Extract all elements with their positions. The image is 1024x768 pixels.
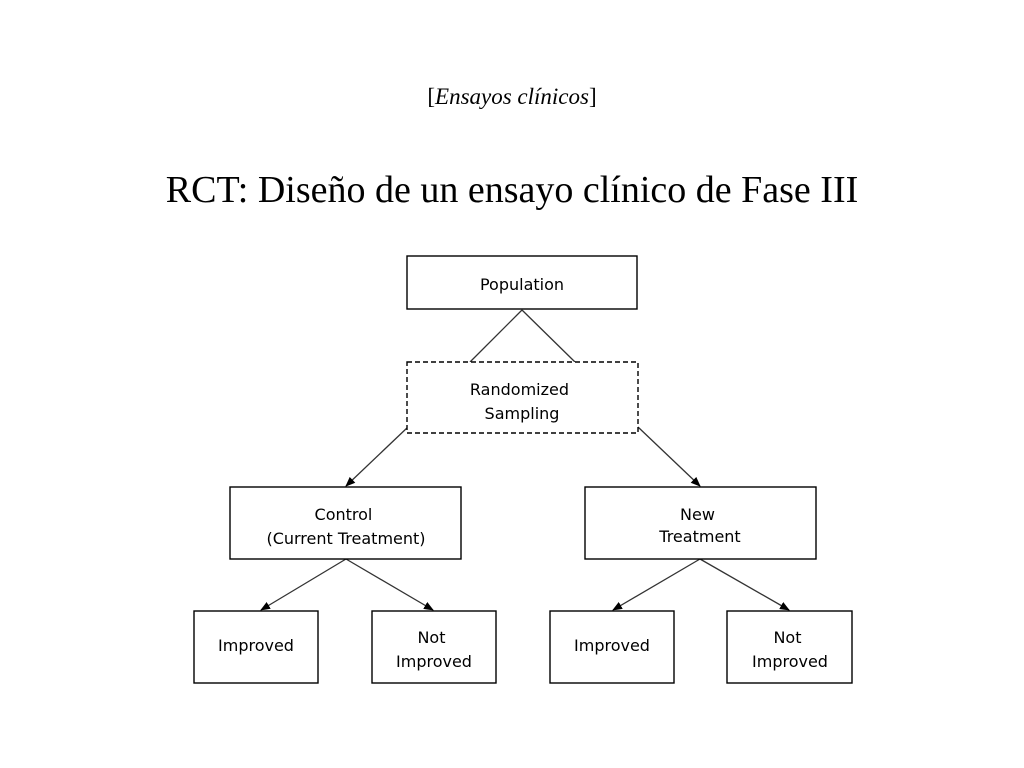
control-not-improved-line-1: Not: [417, 628, 445, 647]
population-box: [406, 255, 638, 310]
arrow-new-to-not-improved: [699, 558, 790, 611]
arrow-control-to-improved: [260, 558, 347, 611]
subtitle-open-bracket: [: [427, 84, 436, 109]
control-improved-label: Improved: [218, 636, 294, 655]
randomized-sampling-line-1: Randomized: [470, 380, 569, 399]
randomized-sampling-box: [406, 361, 639, 434]
new-treatment-box: [584, 486, 817, 560]
subtitle-text: Ensayos clínicos: [435, 84, 589, 109]
slide-title: RCT: Diseño de un ensayo clínico de Fase…: [165, 169, 859, 211]
new-treatment-line-1: New: [680, 505, 715, 524]
new-improved-line-1: Improved: [574, 636, 650, 655]
control-not-improved-node: Not Improved: [371, 610, 497, 684]
new-improved-label: Improved: [574, 636, 650, 655]
control-not-improved-label: Not Improved: [396, 628, 472, 671]
new-not-improved-node: Not Improved: [726, 610, 853, 684]
new-not-improved-line-1: Not: [773, 628, 801, 647]
arrow-to-new-treatment: [637, 426, 701, 487]
new-not-improved-box: [726, 610, 853, 684]
new-not-improved-line-2: Improved: [752, 652, 828, 671]
control-improved-node: Improved: [193, 610, 319, 684]
new-improved-box: [549, 610, 675, 684]
population-label: Population: [480, 275, 564, 294]
population-label-line-1: Population: [480, 275, 564, 294]
new-treatment-label: New Treatment: [658, 505, 740, 546]
control-improved-line-1: Improved: [218, 636, 294, 655]
subtitle-close-bracket: ]: [588, 84, 597, 109]
control-box: [229, 486, 462, 560]
control-improved-box: [193, 610, 319, 684]
control-label: Control (Current Treatment): [266, 505, 425, 548]
arrow-to-control: [345, 426, 409, 487]
new-treatment-node: New Treatment: [584, 486, 817, 560]
arrow-new-to-improved: [612, 558, 701, 611]
control-line-1: Control: [315, 505, 373, 524]
population-node: Population: [406, 255, 638, 310]
control-not-improved-line-2: Improved: [396, 652, 472, 671]
randomized-sampling-line-2: Sampling: [485, 404, 560, 423]
control-not-improved-box: [371, 610, 497, 684]
new-improved-node: Improved: [549, 610, 675, 684]
connector-population-right: [521, 309, 576, 363]
new-not-improved-label: Not Improved: [752, 628, 828, 671]
control-line-2: (Current Treatment): [266, 529, 425, 548]
randomized-sampling-label: Randomized Sampling: [470, 380, 574, 423]
connectors: [260, 309, 790, 611]
slide-subtitle: [Ensayos clínicos]: [0, 84, 1024, 110]
connector-population-left: [469, 309, 523, 363]
control-node: Control (Current Treatment): [229, 486, 462, 560]
new-treatment-line-2: Treatment: [658, 527, 740, 546]
randomized-sampling-node: Randomized Sampling: [406, 361, 639, 434]
arrow-control-to-not-improved: [345, 558, 434, 611]
